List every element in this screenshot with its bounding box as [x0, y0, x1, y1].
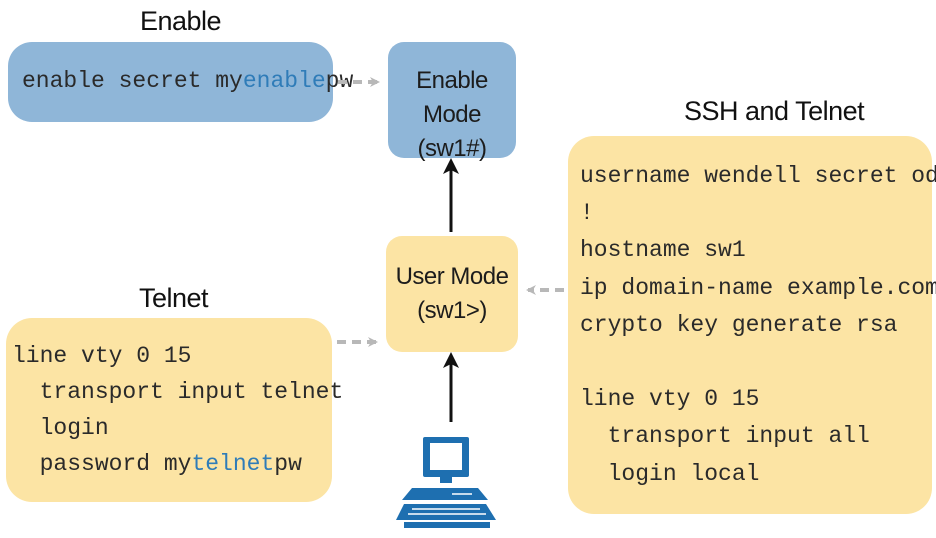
telnet-pw-highlight: telnet: [191, 451, 275, 477]
ssh-line-8: transport input all: [580, 423, 870, 450]
ssh-config-code: username wendell secret odom! hostname sw…: [580, 158, 936, 493]
ssh-line-1: username wendell secret odom: [580, 163, 936, 189]
enable-command-highlight: enable: [242, 68, 326, 94]
enable-config-box: enable secret myenablepw: [8, 42, 353, 122]
user-mode-box: User Mode (sw1>): [386, 236, 518, 352]
ssh-line-4: ip domain-name example.com: [580, 274, 936, 301]
enable-command-prefix: enable secret my: [22, 68, 243, 94]
ssh-config-box: username wendell secret odom! hostname sw…: [568, 136, 936, 514]
ssh-line-3: hostname sw1: [580, 237, 746, 264]
user-mode-prompt: (sw1>): [417, 297, 487, 324]
telnet-config-box: line vty 0 15 transport input telnet log…: [6, 318, 343, 502]
computer-icon: [396, 437, 496, 528]
telnet-pw-suffix: pw: [274, 451, 302, 477]
user-mode-label: User Mode (sw1>): [386, 260, 518, 328]
ssh-line-2: !: [580, 200, 594, 227]
telnet-line-2: transport input telnet: [12, 379, 344, 405]
enable-mode-label: Enable Mode (sw1#): [388, 64, 516, 166]
enable-mode-prompt: (sw1#): [417, 135, 487, 162]
enable-title: Enable: [140, 6, 222, 36]
telnet-config-code: line vty 0 15 transport input telnet log…: [12, 338, 343, 482]
enable-command: enable secret myenablepw: [22, 68, 353, 94]
ssh-line-9: login local: [580, 460, 760, 487]
enable-mode-name: Enable Mode: [416, 67, 488, 128]
ssh-line-7: line vty 0 15: [580, 386, 760, 413]
telnet-line-3: login: [12, 415, 109, 441]
telnet-pw-prefix: password my: [12, 451, 192, 477]
telnet-title: Telnet: [139, 283, 209, 313]
ssh-title: SSH and Telnet: [684, 96, 865, 126]
ssh-line-5: crypto key generate rsa: [580, 311, 898, 338]
user-mode-name: User Mode: [395, 263, 509, 290]
enable-mode-box: Enable Mode (sw1#): [388, 42, 516, 162]
telnet-line-4: password mytelnetpw: [12, 446, 343, 482]
telnet-line-1: line vty 0 15: [12, 343, 192, 369]
